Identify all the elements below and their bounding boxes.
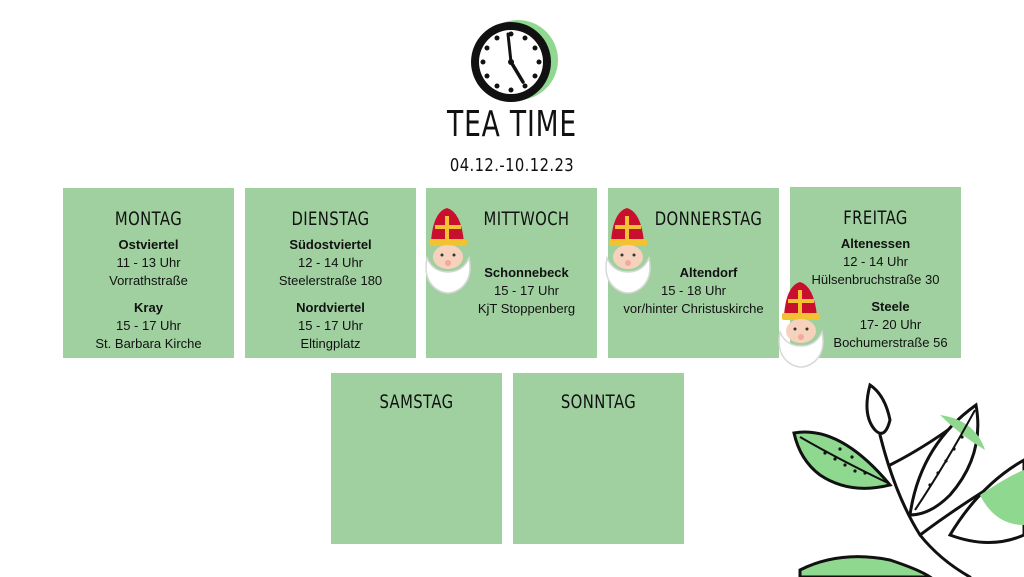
- entry-time: 12 - 14 Uhr: [297, 255, 364, 270]
- entry-place: Schonnebeck: [484, 265, 569, 280]
- entry: Steele 17- 20 Uhr Bochumerstraße 56: [820, 298, 961, 352]
- day-label: DONNERSTAG: [654, 208, 763, 230]
- entry-address: vor/hinter Christuskirche: [623, 301, 764, 316]
- santa-icon: [778, 282, 824, 368]
- entry-time: 17- 20 Uhr: [859, 317, 922, 332]
- entry-place: Kray: [134, 300, 163, 315]
- entry-place: Nordviertel: [296, 300, 365, 315]
- entry: Südostviertel 12 - 14 Uhr Steelerstraße …: [245, 236, 416, 290]
- entry-address: Vorrathstraße: [109, 273, 188, 288]
- date-range: 04.12.-10.12.23: [449, 155, 575, 176]
- day-card-sunday: SONNTAG: [513, 373, 684, 544]
- day-card-monday: MONTAG Ostviertel 11 - 13 Uhr Vorrathstr…: [63, 188, 234, 358]
- entry-address: St. Barbara Kirche: [95, 336, 202, 351]
- santa-icon: [425, 208, 471, 294]
- day-label: SONNTAG: [560, 391, 637, 413]
- entry-time: 15 - 17 Uhr: [297, 318, 364, 333]
- entry: Altenessen 12 - 14 Uhr Hülsenbruchstraße…: [790, 235, 961, 289]
- entry: Altendorf 15 - 18 Uhr vor/hinter Christu…: [608, 264, 779, 318]
- entry: Schonnebeck 15 - 17 Uhr KjT Stoppenberg: [456, 264, 597, 318]
- entry-time: 15 - 18 Uhr: [660, 283, 727, 298]
- day-card-tuesday: DIENSTAG Südostviertel 12 - 14 Uhr Steel…: [245, 188, 416, 358]
- day-label: SAMSTAG: [379, 391, 454, 413]
- entry-time: 11 - 13 Uhr: [116, 255, 181, 270]
- entry-address: KjT Stoppenberg: [477, 301, 576, 316]
- entry-address: Bochumerstraße 56: [833, 335, 948, 350]
- entry-place: Südostviertel: [289, 237, 372, 252]
- day-label: MITTWOCH: [483, 208, 570, 230]
- day-label: DIENSTAG: [291, 208, 370, 230]
- entry-time: 12 - 14 Uhr: [842, 254, 909, 269]
- day-label: MONTAG: [114, 208, 183, 230]
- entry-place: Altendorf: [679, 265, 738, 280]
- day-label: FREITAG: [843, 207, 908, 229]
- header: TEA TIME 04.12.-10.12.23: [0, 0, 1024, 185]
- entry-time: 15 - 17 Uhr: [115, 318, 182, 333]
- entry: Ostviertel 11 - 13 Uhr Vorrathstraße: [63, 236, 234, 290]
- entry-address: Hülsenbruchstraße 30: [811, 272, 940, 287]
- clock-icon: [471, 20, 558, 102]
- entry-place: Ostviertel: [118, 237, 179, 252]
- entry-address: Eltingplatz: [300, 336, 361, 351]
- entry: Kray 15 - 17 Uhr St. Barbara Kirche: [63, 299, 234, 353]
- day-card-saturday: SAMSTAG: [331, 373, 502, 544]
- entry-time: 15 - 17 Uhr: [493, 283, 560, 298]
- entry-address: Steelerstraße 180: [278, 273, 383, 288]
- entry-place: Steele: [871, 299, 910, 314]
- page-title: TEA TIME: [447, 104, 577, 145]
- tea-leaf-icon: [792, 382, 1024, 577]
- entry: Nordviertel 15 - 17 Uhr Eltingplatz: [245, 299, 416, 353]
- santa-icon: [605, 208, 651, 294]
- day-card-friday: FREITAG Altenessen 12 - 14 Uhr Hülsenbru…: [790, 187, 961, 358]
- entry-place: Altenessen: [840, 236, 911, 251]
